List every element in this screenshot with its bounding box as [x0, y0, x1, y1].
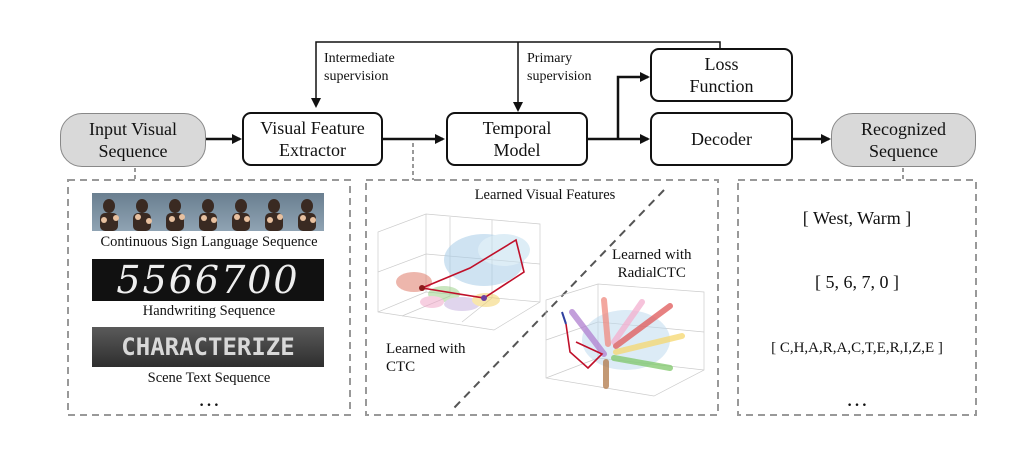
sign-language-caption: Continuous Sign Language Sequence — [100, 234, 318, 250]
ctc-label: Learned with CTC — [386, 341, 466, 375]
output-digits: [ 5, 6, 7, 0 ] — [815, 272, 899, 292]
decoder: Decoder — [650, 112, 793, 166]
temporal-model: Temporal Model — [446, 112, 588, 166]
handwriting-image: 5566700 — [92, 259, 324, 301]
input-ellipsis: … — [198, 386, 220, 411]
sign-language-image — [92, 193, 324, 231]
ctc-feature-plot — [377, 213, 541, 331]
output-chars: [ C,H,A,R,A,C,T,E,R,I,Z,E ] — [771, 340, 943, 356]
handwriting-caption: Handwriting Sequence — [142, 303, 276, 319]
primary-supervision-label: Primary supervision — [527, 51, 592, 84]
feature-panel — [365, 179, 719, 416]
scene-text-word: CHARACTERIZE — [121, 333, 295, 361]
loss-function: Loss Function — [650, 48, 793, 102]
learned-features-title: Learned Visual Features — [474, 187, 616, 203]
output-words: [ West, Warm ] — [802, 208, 912, 228]
radialctc-label: Learned with RadialCTC — [612, 247, 692, 281]
recognized-sequence: Recognized Sequence — [831, 113, 976, 167]
visual-feature-extractor: Visual Feature Extractor — [242, 112, 383, 166]
scene-text-caption: Scene Text Sequence — [147, 370, 271, 386]
input-panel — [67, 179, 351, 416]
output-ellipsis: … — [846, 386, 868, 411]
scene-text-image: CHARACTERIZE — [92, 327, 324, 367]
input-visual-sequence: Input Visual Sequence — [60, 113, 206, 167]
handwriting-digits: 5566700 — [116, 259, 300, 301]
output-panel — [737, 179, 977, 416]
radialctc-feature-plot — [545, 283, 705, 397]
intermediate-supervision-label: Intermediate supervision — [324, 51, 395, 84]
